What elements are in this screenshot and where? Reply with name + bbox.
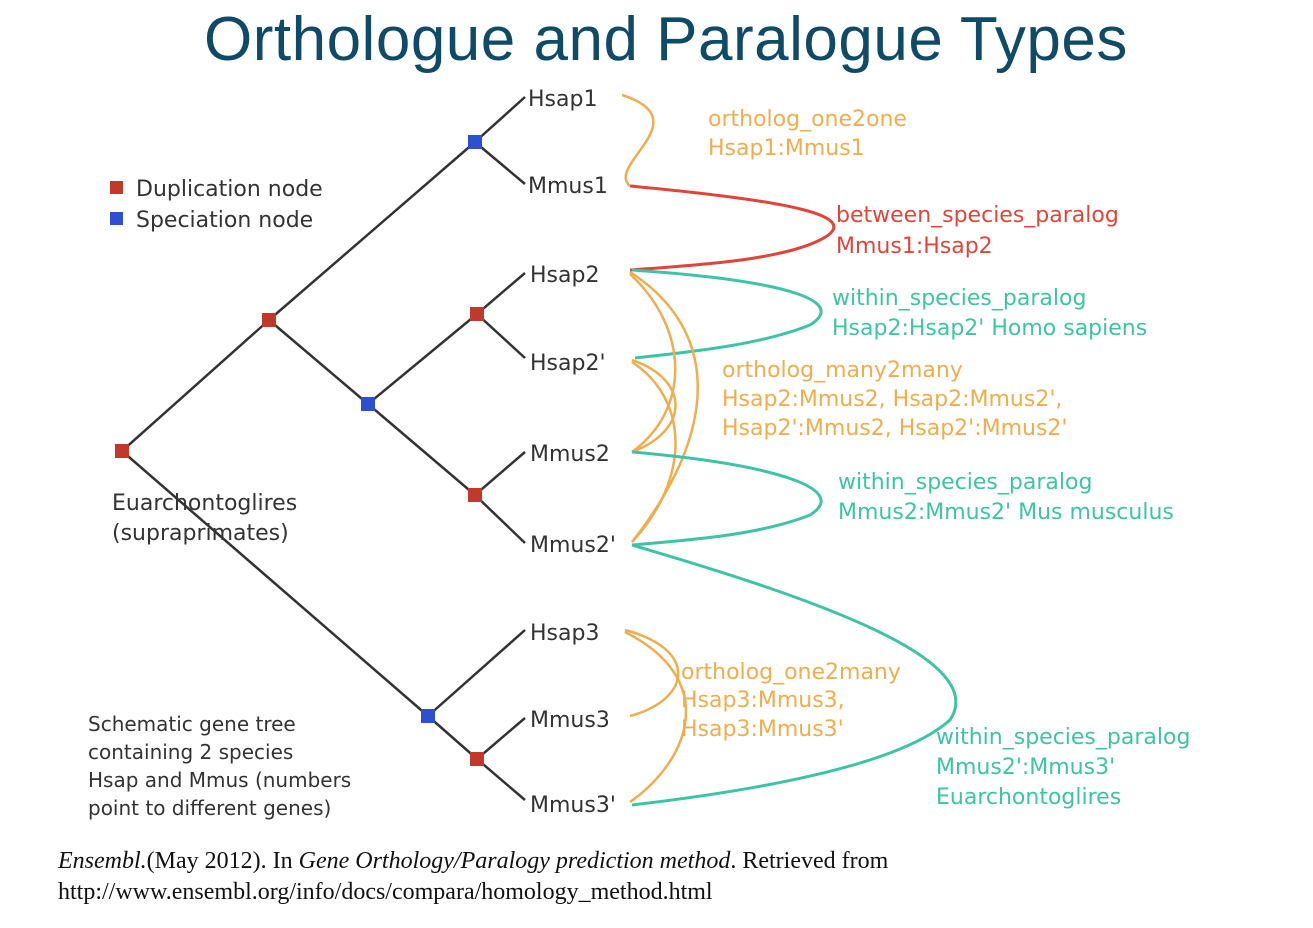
curve-ortholog-many2many-c — [631, 358, 677, 454]
curve-within-mmus2 — [631, 450, 823, 547]
branch-spec1-hsap1 — [474, 96, 526, 143]
duplication-node-4 — [470, 752, 484, 766]
gene-label-mmus2: Mmus2 — [530, 442, 610, 467]
branch-spec1-mmus1 — [474, 141, 526, 185]
branch-dup4-mmus3p — [476, 758, 526, 801]
branch-dup1-spec2 — [268, 319, 369, 405]
citation-url: http://www.ensembl.org/info/docs/compara… — [58, 879, 713, 905]
duplication-node-root — [115, 444, 129, 458]
citation-line1: Ensembl.(May 2012). In Gene Orthology/Pa… — [58, 846, 888, 877]
duplication-legend-label: Duplication node — [136, 177, 323, 202]
duplication-node-3 — [468, 488, 482, 502]
annotation-within-euarch-line3: Euarchontoglires — [936, 785, 1121, 810]
duplication-node-1 — [262, 313, 276, 327]
citation-date: (May 2012). In — [146, 848, 299, 874]
annotation-within-mmus-line2: Mmus2:Mmus2' Mus musculus — [838, 500, 1174, 525]
curve-between-species-paralog — [629, 184, 836, 272]
annotation-many2many-line1: ortholog_many2many — [722, 358, 963, 383]
citation-source: Ensembl. — [58, 848, 147, 874]
curve-ortholog-many2many-b — [629, 273, 677, 454]
relationship-curves — [621, 93, 958, 807]
gene-label-mmus1: Mmus1 — [528, 174, 608, 199]
speciation-node-3 — [421, 709, 435, 723]
gene-label-mmus2p: Mmus2' — [530, 533, 616, 558]
branch-spec3-dup4 — [427, 715, 478, 760]
gene-label-hsap2p: Hsap2' — [530, 351, 606, 376]
annotation-within-euarch-line2: Mmus2':Mmus3' — [936, 755, 1115, 780]
curve-ortholog-one2many-b — [624, 630, 688, 804]
gene-tree-diagram: Duplication node Speciation node Hsap1 M… — [88, 87, 1190, 820]
note-line2: containing 2 species — [88, 740, 293, 764]
gene-label-mmus3p: Mmus3' — [530, 793, 616, 818]
annotations: ortholog_one2one Hsap1:Mmus1 between_spe… — [681, 107, 1190, 810]
branch-root-dup1 — [121, 319, 270, 452]
annotation-within-mmus-line1: within_species_paralog — [838, 470, 1092, 495]
branch-root-spec3 — [121, 450, 429, 717]
branch-spec2-dup3 — [367, 403, 476, 496]
annotation-within-hsap-line1: within_species_paralog — [832, 286, 1086, 311]
citation: Ensembl.(May 2012). In Gene Orthology/Pa… — [58, 846, 888, 908]
branch-dup3-mmus2 — [474, 451, 526, 496]
note-line1: Schematic gene tree — [88, 712, 296, 736]
tree-note: Schematic gene tree containing 2 species… — [88, 712, 351, 820]
annotation-one2one-line2: Hsap1:Mmus1 — [708, 136, 865, 161]
note-line4: point to different genes) — [88, 796, 331, 820]
gene-label-hsap1: Hsap1 — [528, 87, 597, 112]
gene-label-hsap2: Hsap2 — [530, 263, 599, 288]
annotation-one2many-line2: Hsap3:Mmus3, — [681, 688, 845, 713]
note-line3: Hsap and Mmus (numbers — [88, 768, 351, 792]
annotation-one2many-line1: ortholog_one2many — [681, 660, 901, 685]
branch-dup3-mmus2p — [474, 494, 526, 544]
annotation-within-euarch-line1: within_species_paralog — [936, 725, 1190, 750]
curve-within-euarchontoglires — [631, 543, 958, 807]
curve-ortholog-many2many-d — [631, 360, 677, 543]
speciation-legend-label: Speciation node — [136, 208, 313, 233]
annotation-many2many-line2: Hsap2:Mmus2, Hsap2:Mmus2', — [722, 387, 1062, 412]
speciation-node-2 — [361, 397, 375, 411]
branch-dup2-hsap2 — [476, 272, 526, 315]
curve-ortholog-one2many-a — [624, 628, 680, 718]
speciation-node-1 — [468, 135, 482, 149]
citation-work: Gene Orthology/Paralogy prediction metho… — [298, 848, 731, 874]
branch-dup1-spec1 — [268, 141, 476, 321]
curve-within-hsap2 — [631, 268, 823, 360]
duplication-legend-swatch — [110, 181, 123, 194]
legend: Duplication node Speciation node — [110, 177, 323, 233]
branch-dup2-hsap2p — [476, 313, 526, 359]
annotation-many2many-line3: Hsap2':Mmus2, Hsap2':Mmus2' — [722, 416, 1067, 441]
branch-dup4-mmus3 — [476, 717, 526, 760]
curve-ortholog-one2one — [621, 93, 655, 187]
speciation-legend-swatch — [110, 212, 123, 225]
root-label-line2: (supraprimates) — [112, 521, 289, 546]
annotation-one2one-line1: ortholog_one2one — [708, 107, 907, 132]
annotation-between-paralog-line1: between_species_paralog — [836, 203, 1119, 228]
gene-labels: Hsap1 Mmus1 Hsap2 Hsap2' Mmus2 Mmus2' Hs… — [528, 87, 616, 818]
tree-branches — [121, 96, 526, 801]
tree-nodes — [115, 135, 484, 766]
root-label-line1: Euarchontoglires — [112, 491, 297, 516]
page-title: Orthologue and Paralogue Types — [204, 5, 1128, 74]
root-label: Euarchontoglires (supraprimates) — [112, 491, 297, 546]
annotation-one2many-line3: Hsap3:Mmus3' — [681, 717, 844, 742]
duplication-node-2 — [470, 307, 484, 321]
citation-retrieved: . Retrieved from — [730, 848, 889, 874]
gene-label-hsap3: Hsap3 — [530, 621, 599, 646]
annotation-between-paralog-line2: Mmus1:Hsap2 — [836, 234, 993, 259]
gene-label-mmus3: Mmus3 — [530, 708, 610, 733]
annotation-within-hsap-line2: Hsap2:Hsap2' Homo sapiens — [832, 316, 1147, 341]
curve-ortholog-many2many-a — [629, 270, 699, 543]
branch-spec2-dup2 — [367, 313, 478, 405]
branch-spec3-hsap3 — [427, 629, 526, 717]
